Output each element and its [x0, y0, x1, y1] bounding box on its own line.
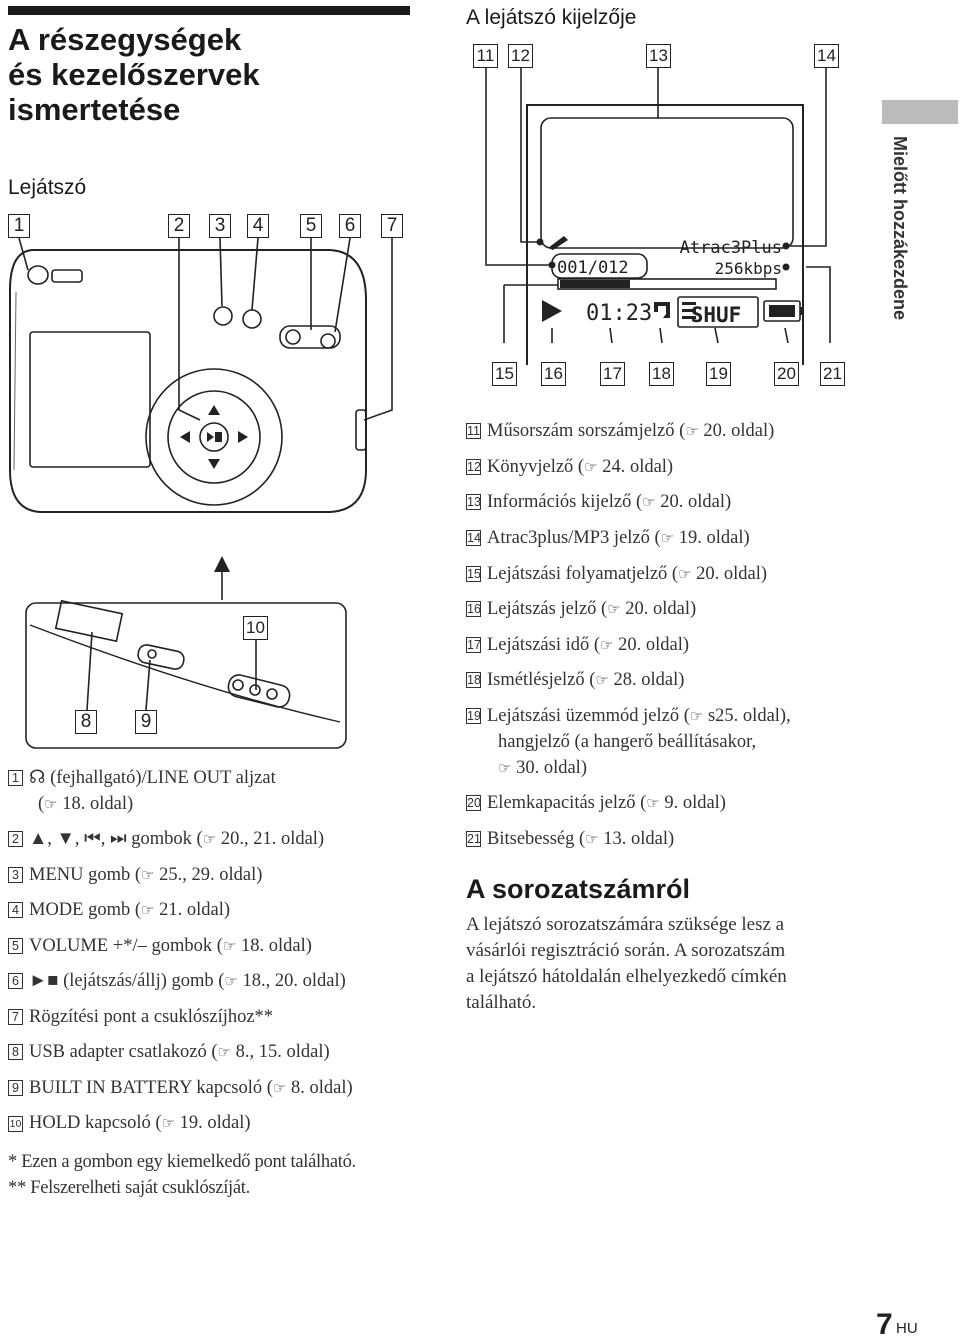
callout-14: 14 — [814, 44, 839, 68]
page-title: A részegységek és kezelőszervek ismertet… — [8, 22, 260, 127]
ref-icon: ☞ — [224, 974, 238, 990]
headphone-icon: ☊ — [29, 768, 46, 788]
ref-icon: ☞ — [595, 673, 609, 689]
callout-7: 7 — [381, 214, 403, 238]
list-item: 6►■ (lejátszás/állj) gomb (☞ 18., 20. ol… — [8, 968, 346, 995]
ref-icon: ☞ — [660, 531, 675, 547]
ref-icon: ☞ — [600, 638, 614, 654]
callout-8: 8 — [75, 710, 97, 734]
ref-icon: ☞ — [272, 1081, 287, 1097]
callout-1: 1 — [8, 214, 30, 238]
callout-17: 17 — [600, 362, 625, 386]
callout-6: 6 — [339, 214, 361, 238]
list-item-continued: hangjelző (a hangerő beállításakor, — [498, 732, 757, 752]
ref-icon: ☞ — [607, 602, 621, 618]
serial-paragraph: A lejátszó sorozatszámára szüksége lesz … — [466, 914, 787, 1013]
ref-icon: ☞ — [685, 424, 699, 440]
ref-icon: ☞ — [44, 797, 58, 813]
ref-icon: ☞ — [642, 495, 656, 511]
callout-18: 18 — [649, 362, 674, 386]
ref-icon: ☞ — [202, 832, 217, 848]
callout-15: 15 — [492, 362, 517, 386]
callout-9: 9 — [135, 710, 157, 734]
up-down-prev-next-icons: ▲, ▼, ⏮, ⏭ — [29, 829, 127, 849]
footnote: * Ezen a gombon egy kiemelkedő pont talá… — [8, 1152, 356, 1172]
callout-3: 3 — [209, 214, 231, 238]
callout-4: 4 — [247, 214, 269, 238]
player-heading: Lejátszó — [8, 176, 87, 199]
callout-11: 11 — [473, 44, 498, 68]
ref-icon: ☞ — [584, 460, 598, 476]
serial-heading: A sorozatszámról — [466, 874, 691, 904]
lcd-atrac: Atrac3Plus — [680, 238, 782, 258]
list-item: 2▲, ▼, ⏮, ⏭ gombok (☞ 20., 21. oldal) — [8, 826, 324, 853]
ref-icon: ☞ — [141, 868, 155, 884]
player-illustration — [9, 237, 393, 749]
list-item-continued: ☞ 30. oldal) — [498, 758, 587, 778]
ref-icon: ☞ — [585, 832, 599, 848]
lcd-time: 01:23 — [586, 301, 652, 326]
callout-5: 5 — [300, 214, 322, 238]
ref-icon: ☞ — [222, 939, 237, 955]
callout-12: 12 — [508, 44, 533, 68]
ref-icon: ☞ — [646, 796, 660, 812]
ref-icon: ☞ — [161, 1116, 176, 1132]
ref-icon: ☞ — [498, 761, 512, 777]
lcd-illustration: Atrac3Plus 256kbps 001/012 01:23 SHUF — [485, 68, 831, 365]
callout-20: 20 — [774, 362, 799, 386]
ref-icon: ☞ — [141, 903, 155, 919]
play-stop-icon: ►■ — [29, 971, 59, 991]
side-tab-bar — [882, 100, 958, 124]
list-item: 1☊ (fejhallgató)/LINE OUT aljzat — [8, 765, 276, 791]
callout-13: 13 — [646, 44, 671, 68]
ref-icon: ☞ — [217, 1045, 231, 1061]
callout-2: 2 — [168, 214, 190, 238]
side-tab-label: Mielőtt hozzákezdene — [890, 136, 910, 321]
ref-icon: ☞ — [678, 567, 692, 583]
lcd-track: 001/012 — [557, 258, 629, 278]
lcd-mode: SHUF — [691, 303, 742, 327]
page-lang: HU — [896, 1320, 918, 1337]
footnote: ** Felszerelheti saját csuklószíját. — [8, 1178, 250, 1198]
page-number: 7 — [876, 1308, 893, 1341]
ref-icon: ☞ — [689, 709, 704, 725]
lcd-bitrate: 256kbps — [715, 259, 782, 278]
callout-21: 21 — [820, 362, 845, 386]
display-heading: A lejátszó kijelzője — [466, 6, 637, 29]
list-item-continued: (☞ 18. oldal) — [38, 794, 134, 814]
callout-10: 10 — [243, 616, 268, 640]
callout-16: 16 — [541, 362, 566, 386]
heading-rule — [8, 6, 410, 15]
callout-19: 19 — [706, 362, 731, 386]
